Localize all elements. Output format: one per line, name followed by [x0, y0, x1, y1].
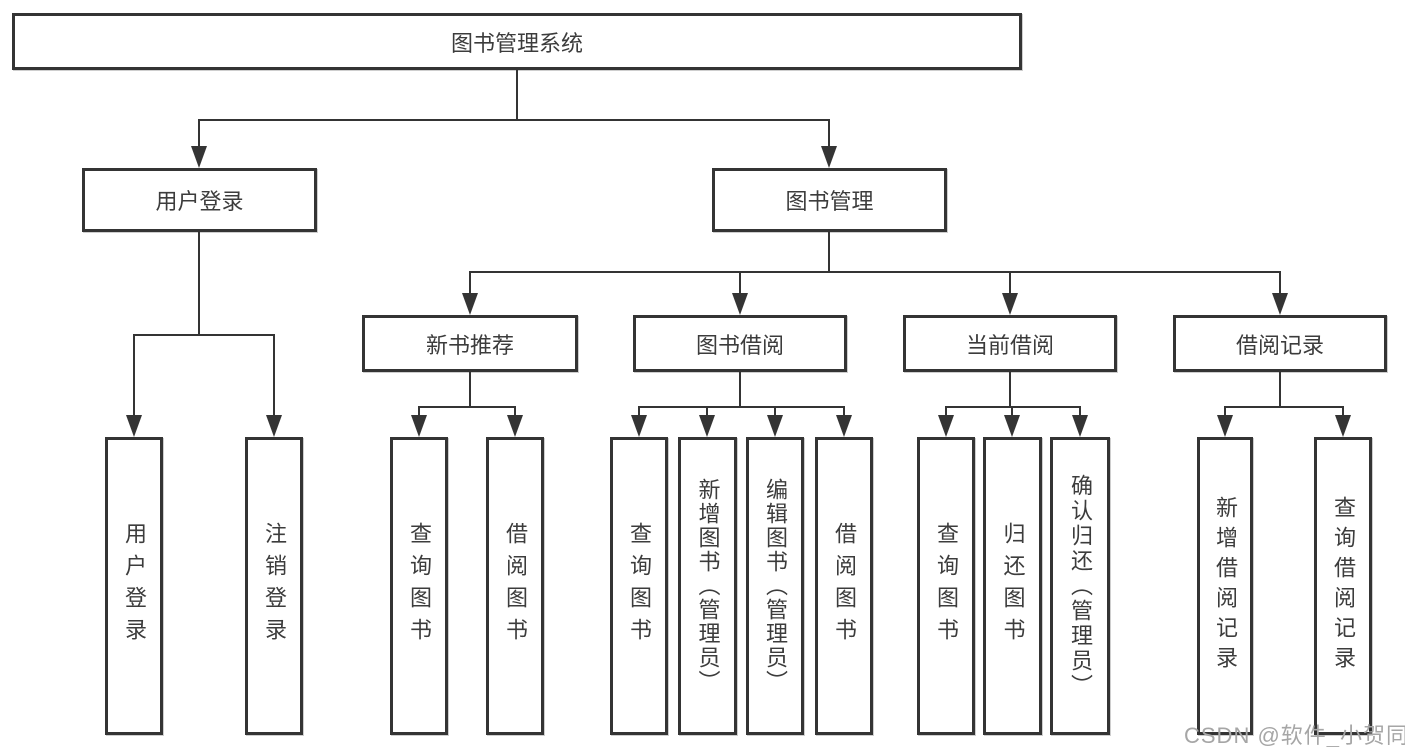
connector	[198, 232, 200, 335]
leaf-user-login: 用户登录	[105, 437, 163, 735]
node-label: 查询图书	[934, 522, 959, 650]
connector	[1342, 406, 1344, 420]
node-label: 当前借阅	[965, 332, 1054, 358]
connector	[133, 334, 275, 336]
leaf-query-books-2: 查询图书	[610, 437, 668, 735]
arrowhead-down-icon	[462, 293, 478, 315]
leaf-query-books-1: 查询图书	[390, 437, 448, 735]
node-label: 查询借阅记录	[1331, 496, 1356, 676]
node-label: 新增图书（管理员）	[695, 478, 721, 694]
leaf-confirm-return-admin: 确认归还（管理员）	[1050, 437, 1110, 735]
watermark: CSDN @软件_小贺同学	[1184, 723, 1405, 747]
connector	[1279, 372, 1281, 408]
node-label: 借阅图书	[503, 522, 528, 650]
arrowhead-down-icon	[507, 415, 523, 437]
leaf-borrow-books-2: 借阅图书	[815, 437, 873, 735]
arrowhead-down-icon	[1072, 415, 1088, 437]
connector	[1011, 406, 1013, 420]
leaf-query-books-3: 查询图书	[917, 437, 975, 735]
connector	[843, 406, 845, 420]
leaf-query-borrow-record: 查询借阅记录	[1314, 437, 1372, 735]
node-label: 归还图书	[1000, 522, 1026, 650]
connector	[828, 232, 830, 272]
connector	[516, 70, 518, 120]
leaf-add-books-admin: 新增图书（管理员）	[678, 437, 737, 735]
connector	[418, 406, 420, 420]
node-label: 图书借阅	[695, 332, 784, 358]
connector	[1224, 406, 1226, 420]
arrowhead-down-icon	[631, 415, 647, 437]
node-label: 图书管理系统	[450, 30, 583, 56]
arrowhead-down-icon	[126, 415, 142, 437]
node-label: 图书管理	[785, 189, 874, 214]
leaf-return-books: 归还图书	[983, 437, 1042, 735]
node-book-management-group: 图书管理	[712, 168, 947, 232]
leaf-borrow-books-1: 借阅图书	[486, 437, 544, 735]
node-label: 借阅记录	[1235, 332, 1324, 358]
node-new-book-recommend: 新书推荐	[362, 315, 578, 372]
node-current-borrow: 当前借阅	[903, 315, 1117, 372]
arrowhead-down-icon	[1004, 415, 1020, 437]
arrowhead-down-icon	[767, 415, 783, 437]
connector	[469, 271, 1281, 273]
node-label: 新增借阅记录	[1213, 496, 1238, 676]
leaf-logout: 注销登录	[245, 437, 303, 735]
node-book-borrow: 图书借阅	[633, 315, 847, 372]
connector	[418, 406, 516, 408]
leaf-edit-books-admin: 编辑图书（管理员）	[746, 437, 804, 735]
connector	[1079, 406, 1081, 420]
node-user-login-group: 用户登录	[82, 168, 317, 232]
connector	[945, 406, 947, 420]
arrowhead-down-icon	[699, 415, 715, 437]
arrowhead-down-icon	[266, 415, 282, 437]
arrowhead-down-icon	[836, 415, 852, 437]
arrowhead-down-icon	[1335, 415, 1351, 437]
leaf-add-borrow-record: 新增借阅记录	[1197, 437, 1253, 735]
node-borrow-records: 借阅记录	[1173, 315, 1387, 372]
node-label: 查询图书	[407, 522, 432, 650]
connector	[945, 406, 1081, 408]
connector	[828, 119, 830, 149]
node-label: 编辑图书（管理员）	[763, 478, 788, 694]
node-label: 新书推荐	[425, 332, 514, 358]
connector	[774, 406, 776, 420]
arrowhead-down-icon	[1217, 415, 1233, 437]
connector	[638, 406, 640, 420]
connector	[133, 334, 135, 417]
node-label: 注销登录	[262, 522, 287, 650]
node-label: 查询图书	[627, 522, 652, 650]
node-label: 确认归还（管理员）	[1068, 473, 1093, 699]
connector	[469, 372, 471, 408]
connector	[1009, 271, 1011, 295]
node-label: 用户登录	[122, 522, 147, 650]
arrowhead-down-icon	[191, 146, 207, 168]
node-book-management-system: 图书管理系统	[12, 13, 1022, 70]
connector	[706, 406, 708, 420]
arrowhead-down-icon	[1002, 293, 1018, 315]
arrowhead-down-icon	[821, 146, 837, 168]
connector	[198, 119, 830, 121]
connector	[638, 406, 845, 408]
connector	[739, 372, 741, 408]
arrowhead-down-icon	[732, 293, 748, 315]
connector	[514, 406, 516, 420]
connector	[198, 119, 200, 149]
arrowhead-down-icon	[938, 415, 954, 437]
node-label: 用户登录	[155, 189, 244, 214]
connector	[739, 271, 741, 295]
connector	[1224, 406, 1344, 408]
connector	[469, 271, 471, 295]
connector	[1279, 271, 1281, 295]
node-label: 借阅图书	[832, 522, 857, 650]
connector	[1009, 372, 1011, 408]
arrowhead-down-icon	[1272, 293, 1288, 315]
connector	[273, 334, 275, 417]
arrowhead-down-icon	[411, 415, 427, 437]
